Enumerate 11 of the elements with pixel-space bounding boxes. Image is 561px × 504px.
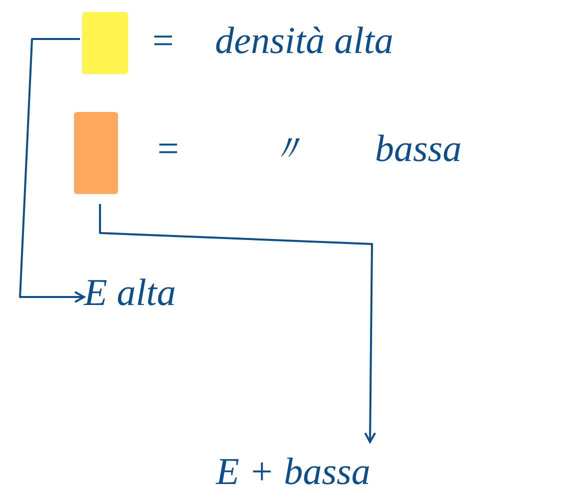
arrow — [19, 38, 85, 303]
color-swatch — [74, 112, 118, 194]
handwritten-text: bassa — [375, 130, 462, 168]
handwritten-text: E alta — [84, 268, 176, 318]
color-swatch — [82, 12, 128, 74]
arrow — [99, 204, 376, 443]
handwritten-text: 〃 — [268, 130, 306, 168]
handwritten-text: densità alta — [215, 22, 394, 60]
handwritten-text: = — [150, 22, 176, 60]
handwritten-text: = — [155, 130, 181, 168]
handwritten-text: E + bassa — [216, 446, 370, 498]
